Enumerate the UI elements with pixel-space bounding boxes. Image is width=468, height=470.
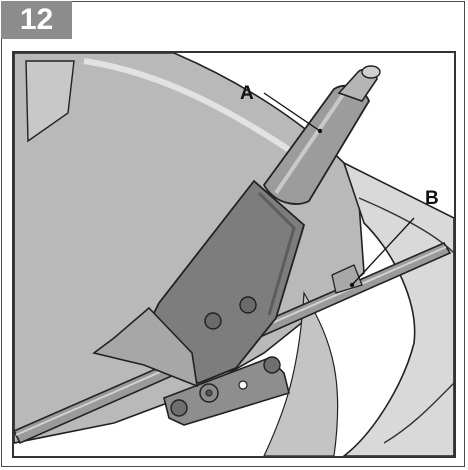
handle-tube-shade (274, 91, 346, 195)
lever-hole-1 (204, 312, 222, 330)
rod-fin (331, 264, 363, 294)
callout-label-a: A (240, 83, 254, 104)
leader-a (263, 92, 321, 132)
deck-shadow (263, 291, 339, 456)
bracket-hole (238, 380, 248, 390)
chassis-highlight (83, 58, 296, 156)
leader-b (351, 217, 415, 286)
callout-label-b: B (425, 188, 439, 209)
step-number-badge: 12 (1, 1, 72, 39)
bolt-left (170, 399, 188, 417)
illustration-panel (12, 51, 456, 458)
deck-inner (358, 197, 454, 444)
lever-left-face (92, 306, 198, 388)
chassis-recess (25, 60, 75, 143)
lever-hole-2 (239, 296, 257, 314)
bolt-right (263, 356, 281, 374)
assembly-illustration (14, 53, 454, 456)
lever-shading (257, 191, 296, 316)
